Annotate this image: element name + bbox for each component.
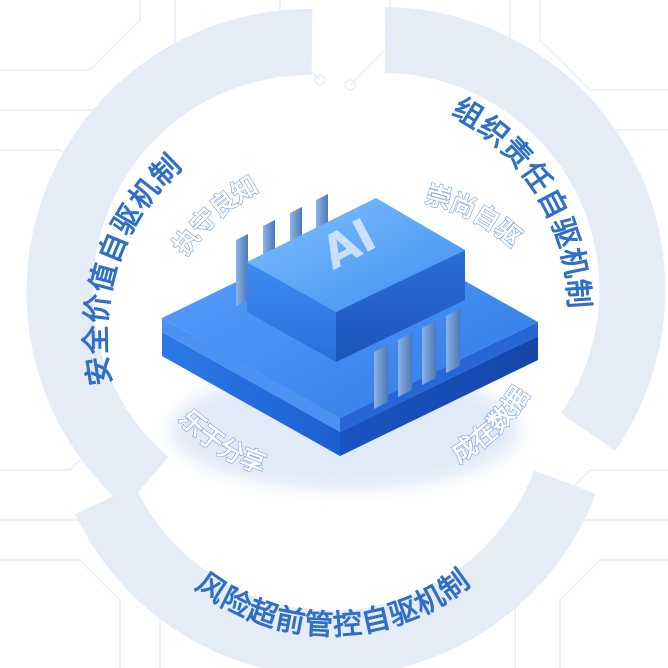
ai-chip: AI <box>247 198 465 362</box>
arc-right <box>384 7 666 451</box>
value-label-top-left: 执守良知 <box>167 171 262 260</box>
chip-pins-right <box>374 309 460 409</box>
arc-left <box>26 8 313 508</box>
arc-bottom <box>75 470 596 668</box>
mechanism-ring <box>26 7 666 668</box>
